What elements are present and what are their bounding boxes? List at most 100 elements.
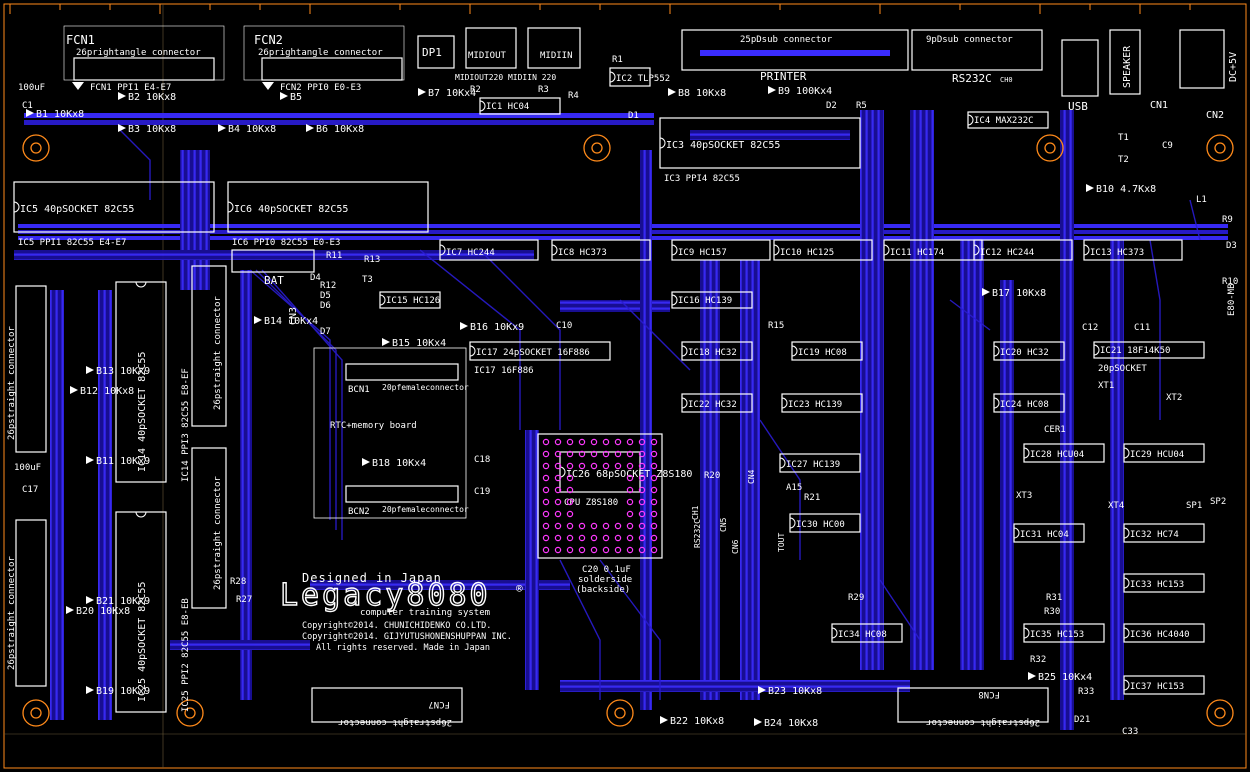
component-label: R20 <box>704 471 720 481</box>
ic-label: IC30 HC00 <box>796 520 845 530</box>
resistor-network: B12 10Kx8 <box>70 386 134 397</box>
cpu-pin <box>650 450 658 458</box>
ic-ic19: IC19 HC08 <box>791 341 863 361</box>
cpu-pin <box>602 450 610 458</box>
cpu-pin <box>614 438 622 446</box>
ic-caption: 20pSOCKET <box>1098 364 1147 374</box>
cpu-pin <box>638 450 646 458</box>
cpu-pin <box>602 522 610 530</box>
component-label: T3 <box>362 275 373 285</box>
cpu-pin <box>626 486 634 494</box>
subtitle: computer training system <box>360 608 490 618</box>
svg-text:26pstraight connector: 26pstraight connector <box>926 717 1040 727</box>
cpu-pin <box>578 462 586 470</box>
resistor-network: B9 100Kx4 <box>768 86 832 97</box>
cpu-pin <box>542 474 550 482</box>
ic-ic11: IC11 HC174 <box>883 239 983 261</box>
ic-ic29: IC29 HCU04 <box>1123 443 1205 463</box>
resistor-network: B17 10Kx8 <box>982 288 1046 299</box>
ic-caption: IC3 PPI4 82C55 <box>664 174 740 184</box>
component-label: D1 <box>628 111 639 121</box>
cpu-pin <box>638 474 646 482</box>
resistor-network: B8 10Kx8 <box>668 88 726 99</box>
svg-text:25pDsub connector: 25pDsub connector <box>740 35 833 45</box>
cpu-pin <box>566 450 574 458</box>
component-label: CN5 <box>719 517 728 532</box>
ic-ic27: IC27 HC139 <box>779 453 861 473</box>
cpu-pin <box>626 522 634 530</box>
svg-text:B16 10Kx9: B16 10Kx9 <box>470 322 524 333</box>
svg-text:FCN1 PPI1 E4-E7: FCN1 PPI1 E4-E7 <box>90 83 171 93</box>
svg-text:B13 10Kx9: B13 10Kx9 <box>96 366 150 377</box>
svg-text:26pstraight connector: 26pstraight connector <box>213 296 223 410</box>
cpu-pin <box>542 438 550 446</box>
ic-ic13: IC13 HC373 <box>1083 239 1183 261</box>
component-label: C12 <box>1082 323 1098 333</box>
component-label: D7 <box>320 327 331 337</box>
component-label: R31 <box>1046 593 1062 603</box>
resistor-network: B10 4.7Kx8 <box>1086 184 1156 195</box>
cpu-pin <box>638 534 646 542</box>
ic-ic36: IC36 HC4040 <box>1123 623 1205 643</box>
ic-label: IC28 HCU04 <box>1030 450 1084 460</box>
fcn5-connector: 26pstraight connector <box>7 519 47 687</box>
cpu-pin <box>554 474 562 482</box>
ic-label: IC26 68pSOCKET Z8S180 <box>566 469 692 480</box>
svg-text:MIDIIN: MIDIIN <box>540 51 573 61</box>
component-label: R3 <box>538 85 549 95</box>
fcn1-connector: FCN1 26prightangle connector FCN1 PPI1 E… <box>63 25 225 93</box>
ic-caption: IC25 PPI2 82C55 E8-EB <box>181 598 191 712</box>
svg-text:MIDIOUT: MIDIOUT <box>468 51 507 61</box>
cpu-pin <box>554 486 562 494</box>
resistor-network: B7 10Kx4 <box>418 88 476 99</box>
ic-ic16: IC16 HC139 <box>671 291 753 309</box>
component-label: T1 <box>1118 133 1129 143</box>
component-label: R33 <box>1078 687 1094 697</box>
cpu-socket <box>537 433 663 559</box>
ic-ic18: IC18 HC32 <box>681 341 753 361</box>
ic-caption: IC5 PPI1 82C55 E4-E7 <box>18 238 126 248</box>
component-label: XT3 <box>1016 491 1032 501</box>
svg-text:20pfemaleconnector: 20pfemaleconnector <box>382 383 469 392</box>
component-label: D2 <box>826 101 837 111</box>
ic-label: IC10 HC125 <box>780 248 834 258</box>
cpu-pin <box>650 486 658 494</box>
cpu-pin <box>614 462 622 470</box>
component-label: XT1 <box>1098 381 1114 391</box>
cpu-pin <box>566 474 574 482</box>
cpu-pin <box>578 534 586 542</box>
cpu-pin <box>626 450 634 458</box>
cpu-pin <box>542 522 550 530</box>
resistor-network: B14 10Kx4 <box>254 316 318 327</box>
ic-label: IC2 TLP552 <box>616 74 670 84</box>
svg-text:B14 10Kx4: B14 10Kx4 <box>264 316 318 327</box>
svg-text:FCN2 PPI0 E0-E3: FCN2 PPI0 E0-E3 <box>280 83 361 93</box>
ic-label: IC24 HC08 <box>1000 400 1049 410</box>
component-label: D5 <box>320 291 331 301</box>
cn1-label: CN1 <box>1150 100 1168 111</box>
component-label: 100uF <box>14 463 41 473</box>
cpu-pin <box>566 462 574 470</box>
ic-label: IC11 HC174 <box>890 248 944 258</box>
component-label: R9 <box>1222 215 1233 225</box>
component-label: R30 <box>1044 607 1060 617</box>
ic-ic23: IC23 HC139 <box>781 393 863 413</box>
component-label: D3 <box>1226 241 1237 251</box>
svg-text:FCN7: FCN7 <box>428 699 450 709</box>
dc-power-jack: DC+5V <box>1179 29 1239 89</box>
ic-ic7: IC7 HC244 <box>439 239 539 261</box>
ic-ic22: IC22 HC32 <box>681 393 753 413</box>
component-label: D21 <box>1074 715 1090 725</box>
ic-label: IC8 HC373 <box>558 248 607 258</box>
resistor-network: B2 10Kx8 <box>118 92 176 103</box>
resistor-network: B3 10Kx8 <box>118 124 176 135</box>
ic-caption: IC17 16F886 <box>474 366 534 376</box>
svg-text:20pfemaleconnector: 20pfemaleconnector <box>382 505 469 514</box>
component-label: R10 <box>1222 277 1238 287</box>
cpu-pin <box>626 462 634 470</box>
svg-text:BAT: BAT <box>264 274 284 287</box>
svg-text:RS232C: RS232C <box>952 72 992 85</box>
